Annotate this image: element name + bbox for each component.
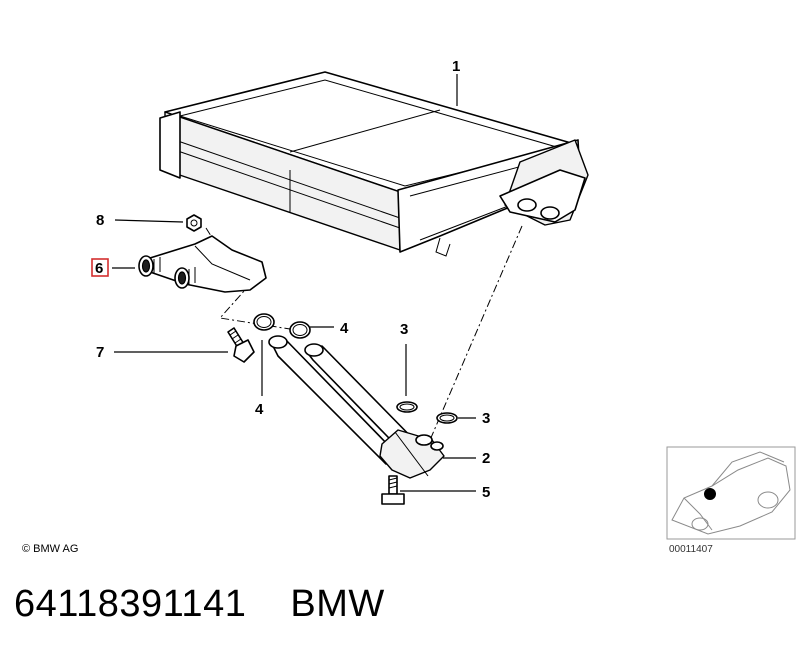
callout-1: 1 [452,58,460,75]
callout-6: 6 [95,260,103,277]
o-ring-upper-left [253,313,275,331]
callout-8-leader: 8 [96,212,184,229]
callout-3-leader: 3 [400,321,408,396]
heater-core [159,71,589,257]
pipe-connector [138,235,267,293]
callout-2: 2 [482,450,490,467]
screw-5 [381,475,405,505]
o-ring-lower-right [436,412,458,424]
assembly-line [429,225,523,441]
brand-name: BMW [290,583,385,625]
callout-1-leader: 1 [452,58,460,106]
callout-3-right: 3 [482,410,490,427]
callout-5-leader: 5 [400,484,490,501]
copyright: © BMW AG [22,543,78,555]
thumbnail-code: 00011407 [669,544,713,555]
pipe-assembly [268,335,445,479]
callout-4-lower: 4 [255,401,264,418]
callout-2-leader: 2 [443,450,490,467]
callout-7: 7 [96,344,104,361]
callout-6-leader: 6 [91,258,135,277]
vehicle-thumbnail [666,446,796,540]
callout-7-leader: 7 [96,344,228,361]
part-number: 64118391141 [14,583,247,625]
screw-7 [227,327,255,363]
location-marker-dot [704,488,716,500]
callout-3-leader-right: 3 [458,410,490,427]
nut [186,214,202,232]
callout-4-leader-lower: 4 [255,340,264,418]
o-ring-lower-left [396,401,418,413]
callout-4-leader: 4 [310,320,349,337]
callout-8: 8 [96,212,104,229]
part-number-line: 64118391141 BMW [14,583,385,626]
callout-4: 4 [340,320,349,337]
callout-5: 5 [482,484,490,501]
highlight-box [91,258,109,277]
callout-3: 3 [400,321,408,338]
o-ring-upper-right [289,321,311,339]
